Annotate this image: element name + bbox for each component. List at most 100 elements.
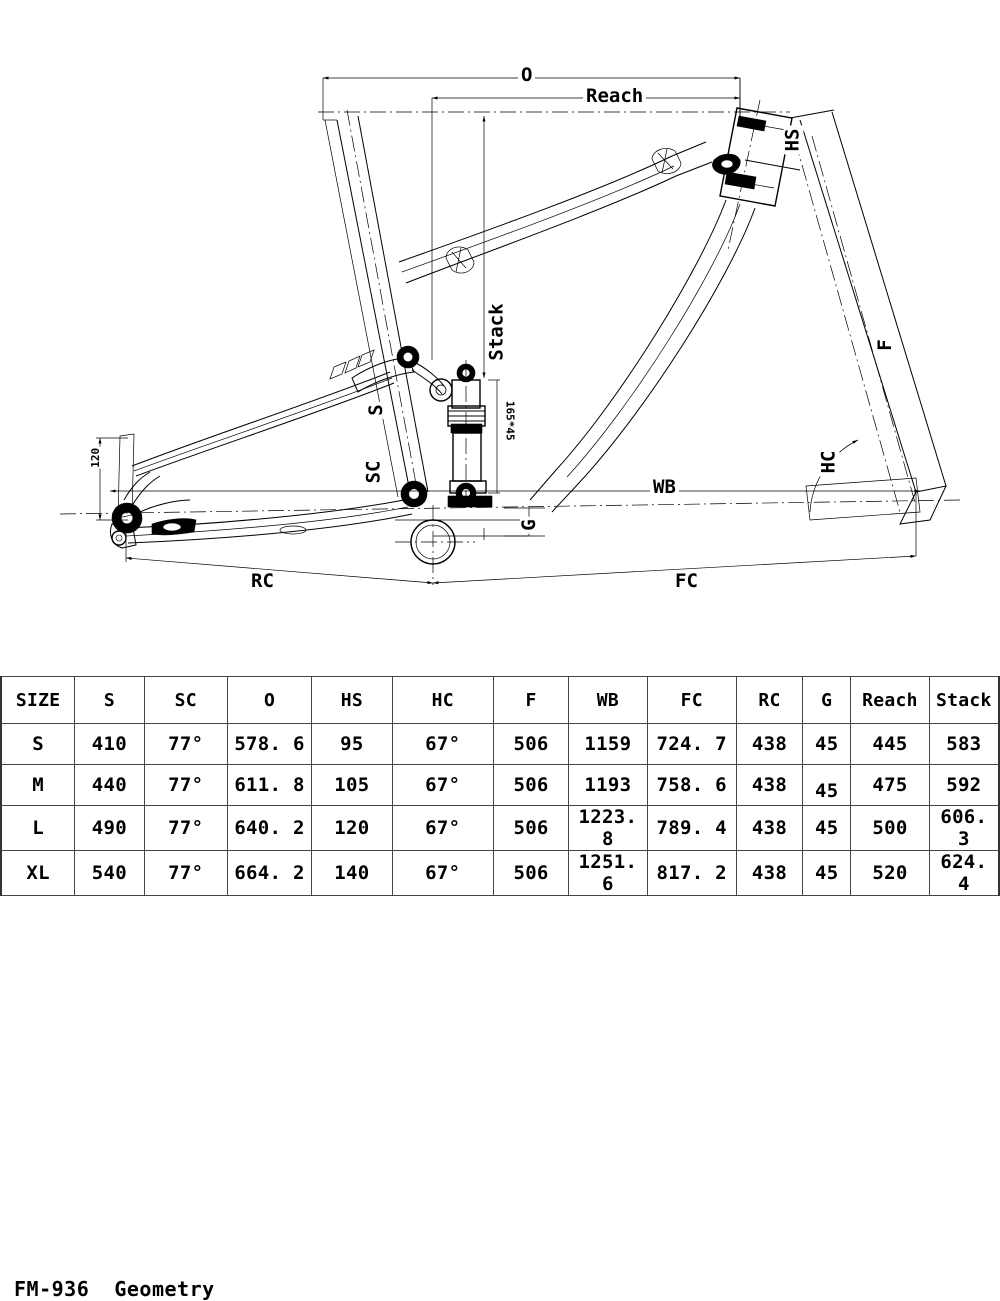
cell-sc: 77° <box>143 850 228 896</box>
cell-hs: 140 <box>311 850 393 896</box>
table-header-row: SIZE S SC O HS HC F WB FC RC G Reach Sta… <box>0 676 1000 724</box>
cell-o: 640. 2 <box>226 805 313 851</box>
dim-line-reach <box>431 96 741 360</box>
dim-label-o: O <box>518 65 536 86</box>
table-row: L 490 77° 640. 2 120 67° 506 1223. 8 789… <box>0 805 1000 851</box>
cell-s: 440 <box>74 764 145 806</box>
title-block: FM-936 Geometry <box>0 632 1000 1301</box>
dim-label-g: G <box>518 516 540 534</box>
col-header-reach: Reach <box>850 676 930 724</box>
cell-o: 664. 2 <box>226 850 313 896</box>
datum-axle <box>59 499 961 515</box>
bottom-bracket <box>395 505 475 585</box>
col-header-o: O <box>226 676 313 724</box>
cell-sc: 77° <box>143 723 228 765</box>
cable-port <box>712 153 741 175</box>
dim-label-hs: HS <box>781 125 803 155</box>
cell-f: 506 <box>492 805 570 851</box>
col-header-fc: FC <box>646 676 737 724</box>
cell-size: M <box>0 764 76 806</box>
cell-rc: 438 <box>735 805 804 851</box>
cell-s: 540 <box>74 850 145 896</box>
cell-hc: 67° <box>391 723 494 765</box>
cell-hc: 67° <box>391 764 494 806</box>
geometry-table: SIZE S SC O HS HC F WB FC RC G Reach Sta… <box>0 676 1000 896</box>
cell-s: 490 <box>74 805 145 851</box>
cell-rc: 438 <box>735 850 804 896</box>
dim-label-reach: Reach <box>583 86 647 107</box>
dim-label-f: F <box>874 336 896 354</box>
cell-stack: 606. 3 <box>928 805 1000 851</box>
cell-rc: 438 <box>735 723 804 765</box>
cell-reach: 445 <box>850 723 930 765</box>
seat-tube <box>324 109 429 501</box>
col-header-s: S <box>74 676 145 724</box>
cell-reach: 475 <box>850 764 930 806</box>
dim-line-fc <box>432 554 917 585</box>
dim-label-rc: RC <box>248 571 277 592</box>
dim-label-s: S <box>365 401 387 419</box>
col-header-rc: RC <box>735 676 804 724</box>
cell-g: 45 <box>802 850 852 896</box>
cell-sc: 77° <box>143 764 228 806</box>
cell-g: 45 <box>802 764 852 806</box>
table-row: S 410 77° 578. 6 95 67° 506 1159 724. 7 … <box>0 723 1000 765</box>
dim-label-shock-size: 165*45 <box>503 399 517 442</box>
cell-fc: 817. 2 <box>646 850 737 896</box>
cell-wb: 1251. 6 <box>568 850 648 896</box>
cell-stack: 624. 4 <box>928 850 1000 896</box>
dim-label-sc: SC <box>362 457 384 487</box>
col-header-g: G <box>802 676 852 724</box>
cell-reach: 500 <box>850 805 930 851</box>
cell-o: 611. 8 <box>226 764 313 806</box>
col-header-sc: SC <box>143 676 228 724</box>
cell-hs: 105 <box>311 764 393 806</box>
page-title: FM-936 Geometry <box>14 1277 215 1301</box>
cell-g-value: 45 <box>814 780 839 802</box>
cell-stack: 592 <box>928 764 1000 806</box>
head-tube <box>719 99 801 251</box>
cell-hs: 120 <box>311 805 393 851</box>
cell-fc: 758. 6 <box>646 764 737 806</box>
col-header-hc: HC <box>391 676 494 724</box>
table-row: XL 540 77° 664. 2 140 67° 506 1251. 6 81… <box>0 850 1000 896</box>
dim-label-wb: WB <box>650 477 679 498</box>
cell-stack: 583 <box>928 723 1000 765</box>
cell-s: 410 <box>74 723 145 765</box>
dim-line-rc <box>125 528 434 585</box>
seat-stay <box>131 349 395 477</box>
cell-size: XL <box>0 850 76 896</box>
down-tube <box>529 199 756 513</box>
cell-sc: 77° <box>143 805 228 851</box>
cell-o: 578. 6 <box>226 723 313 765</box>
cell-fc: 789. 4 <box>646 805 737 851</box>
cell-hc: 67° <box>391 850 494 896</box>
cell-wb: 1193 <box>568 764 648 806</box>
cell-size: L <box>0 805 76 851</box>
top-tube <box>398 141 713 284</box>
cell-hc: 67° <box>391 805 494 851</box>
dim-label-stack: Stack <box>486 300 508 364</box>
col-header-wb: WB <box>568 676 648 724</box>
dim-label-120: 120 <box>89 446 103 469</box>
cell-rc: 438 <box>735 764 804 806</box>
cell-f: 506 <box>492 764 570 806</box>
cell-size: S <box>0 723 76 765</box>
cell-g: 45 <box>802 723 852 765</box>
dim-label-hc: HC <box>817 447 839 477</box>
col-header-f: F <box>492 676 570 724</box>
cell-f: 506 <box>492 723 570 765</box>
col-header-hs: HS <box>311 676 393 724</box>
frame-geometry-drawing: .sl{fill:none;stroke:#000;stroke-width:1… <box>0 0 1000 632</box>
col-header-stack: Stack <box>928 676 1000 724</box>
cell-wb: 1223. 8 <box>568 805 648 851</box>
cell-g: 45 <box>802 805 852 851</box>
col-header-size: SIZE <box>0 676 76 724</box>
fork <box>789 109 947 525</box>
cell-reach: 520 <box>850 850 930 896</box>
table-row: M 440 77° 611. 8 105 67° 506 1193 758. 6… <box>0 764 1000 806</box>
rocker-link <box>351 345 453 402</box>
cell-fc: 724. 7 <box>646 723 737 765</box>
cell-hs: 95 <box>311 723 393 765</box>
